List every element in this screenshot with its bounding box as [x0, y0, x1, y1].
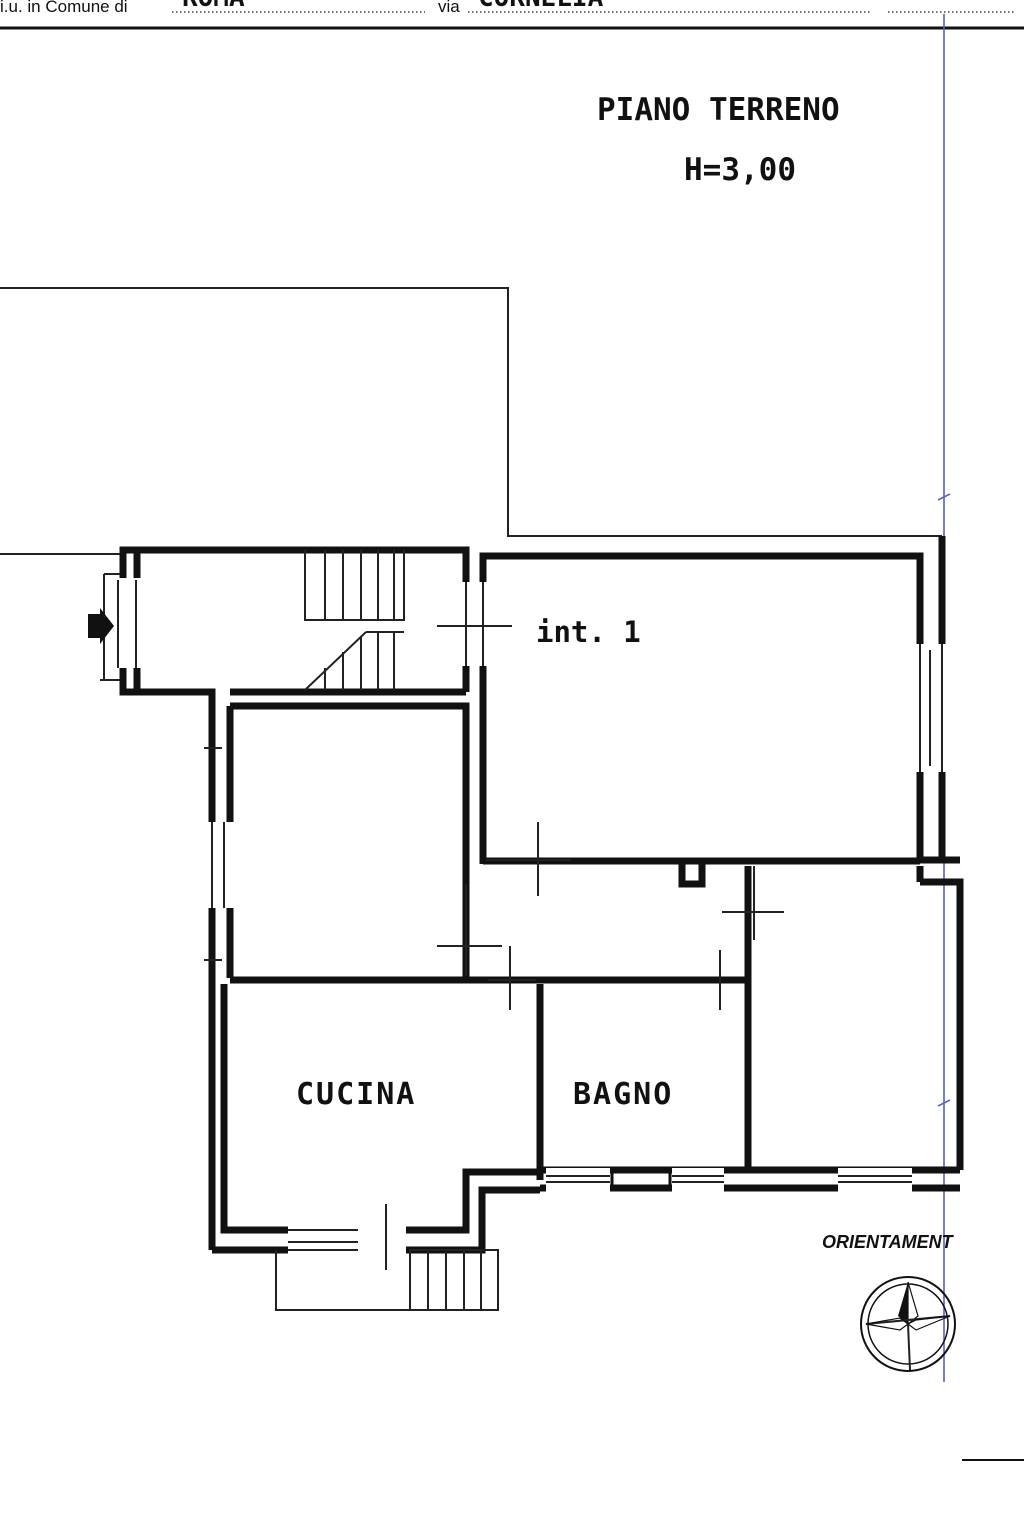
- kitchen-label: CUCINA: [296, 1077, 416, 1112]
- comune-value: ROMA: [182, 0, 245, 13]
- compass-rose-icon: [860, 1276, 956, 1372]
- courtyard-outline: [0, 287, 942, 555]
- header-strip: i.u. in Comune di ROMA via CORNELIA: [0, 0, 1024, 30]
- windows: [100, 573, 946, 1270]
- staircase: [304, 550, 405, 691]
- door-marks: [437, 822, 784, 1010]
- comune-label: i.u. in Comune di: [0, 0, 128, 16]
- orientation-label: ORIENTAMENT: [822, 1232, 955, 1252]
- via-value: CORNELIA: [478, 0, 604, 13]
- bathroom-label: BAGNO: [573, 1077, 673, 1112]
- entrance-arrow-icon: [88, 608, 114, 644]
- height-note: H=3,00: [684, 152, 796, 188]
- via-label: via: [438, 0, 460, 16]
- unit-label: int. 1: [536, 615, 641, 649]
- plan-title: PIANO TERRENO: [597, 92, 840, 128]
- exterior-steps: [275, 1249, 499, 1311]
